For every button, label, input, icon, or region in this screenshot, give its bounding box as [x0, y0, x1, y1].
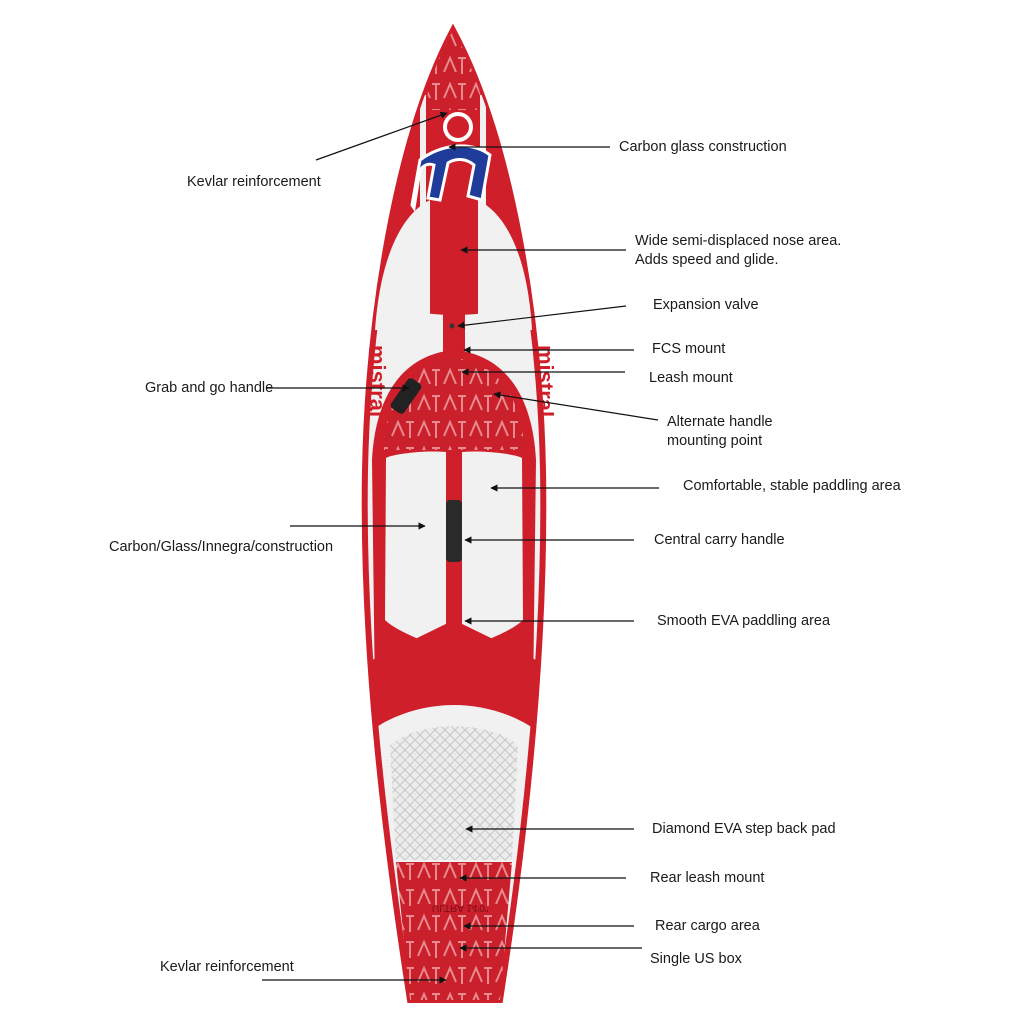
label-rear-leash: Rear leash mount [650, 870, 765, 886]
label-fcs-mount: FCS mount [652, 341, 726, 357]
brand-logo [410, 112, 492, 213]
tail-kevlar-patch [396, 862, 512, 1000]
label-eva-area: Smooth EVA paddling area [657, 613, 831, 629]
deck-panel-left [385, 451, 446, 650]
nose-kevlar-patch [424, 30, 484, 110]
nose-white-stripe-left [420, 95, 426, 245]
deck-chevron [372, 620, 536, 730]
step-back-pad [390, 726, 518, 860]
tail-model-text: ULTRA 14'0" [432, 902, 489, 913]
grab-handle-strap [390, 378, 422, 414]
nose-white-left [375, 200, 430, 330]
label-carbon-glass: Carbon glass construction [619, 139, 787, 155]
deck-panel-right [462, 451, 523, 650]
center-stripe [443, 200, 465, 360]
carry-handle-strap [446, 500, 462, 562]
label-kevlar-tail: Kevlar reinforcement [160, 959, 294, 975]
label-alt-handle: Alternate handle mounting point [667, 414, 773, 449]
label-expansion-valve: Expansion valve [653, 297, 759, 313]
label-carbon-innegra: Carbon/Glass/Innegra/construction [109, 539, 334, 555]
label-us-box: Single US box [650, 951, 742, 967]
label-grab-handle: Grab and go handle [145, 380, 274, 396]
leader-lines [262, 111, 659, 984]
leader-kevlar-nose [315, 111, 448, 161]
expansion-valve-mark [449, 323, 455, 329]
label-paddling-area: Comfortable, stable paddling area [683, 478, 901, 494]
rail-wordmark-left: mistral [365, 345, 390, 417]
label-step-back-pad: Diamond EVA step back pad [652, 821, 836, 837]
rail-wordmark-right: mistral [533, 345, 558, 417]
leader-alt-handle [493, 391, 659, 421]
deck-graffiti-bulb [384, 358, 524, 450]
label-kevlar-nose: Kevlar reinforcement [187, 174, 321, 190]
leader-expansion-valve [457, 305, 627, 329]
label-rear-cargo: Rear cargo area [655, 918, 760, 934]
label-nose-area: Wide semi-displaced nose area. Adds spee… [635, 233, 842, 268]
label-carry-handle: Central carry handle [654, 532, 785, 548]
label-leash-mount: Leash mount [649, 370, 733, 386]
nose-white-right [478, 200, 532, 330]
